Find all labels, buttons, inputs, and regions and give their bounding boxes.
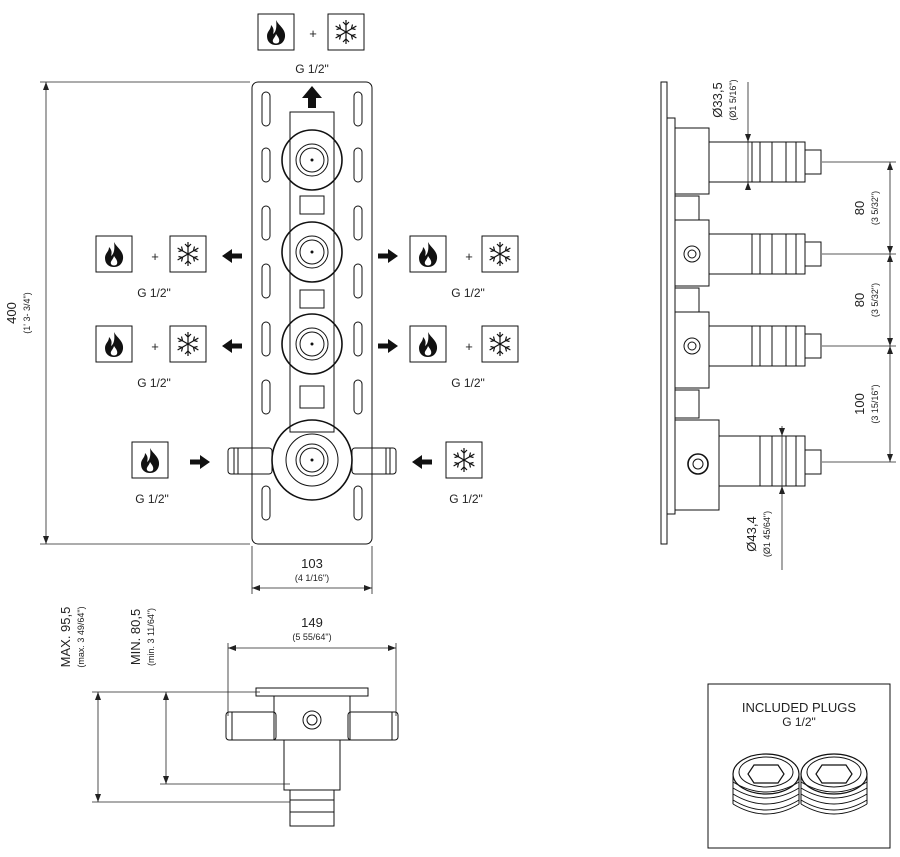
mounting-plate: [251, 81, 373, 545]
hot-inlet: G 1/2": [131, 441, 210, 506]
port-label: G 1/2": [137, 376, 171, 390]
width-dimension: 103 (4 1/16"): [251, 546, 373, 594]
port-label: G 1/2": [135, 492, 169, 506]
plus-sign: +: [465, 249, 473, 264]
plus-sign: +: [309, 26, 317, 41]
snowflake-icon: [481, 325, 519, 363]
port-label-top: G 1/2": [295, 62, 329, 76]
bottom-width-mm: 149: [301, 615, 323, 630]
port-label: G 1/2": [449, 492, 483, 506]
pitch-2-in: (3 5/32"): [870, 283, 880, 317]
pitch-3: 100: [852, 393, 867, 415]
outlet-diameter: Ø33,5: [710, 82, 725, 117]
arrow-up-icon: [302, 86, 322, 108]
left-outlet-row-1: + G 1/2": [95, 235, 242, 300]
port-label: G 1/2": [137, 286, 171, 300]
flame-icon: [131, 441, 169, 479]
side-outlet-2: [708, 233, 822, 275]
left-outlet-row-2: + G 1/2": [95, 325, 242, 390]
body-diameter: Ø43,4: [744, 516, 759, 551]
height-in: (1' 3- 3/4"): [22, 292, 32, 333]
arrow-right-icon: [378, 339, 398, 353]
flame-icon: [409, 325, 447, 363]
right-outlet-row-2: + G 1/2": [378, 325, 519, 390]
flame-icon: [95, 235, 133, 273]
snowflake-icon: [169, 325, 207, 363]
plugs-title: INCLUDED PLUGS: [742, 700, 856, 715]
body-diameter-in: (Ø1 45/64"): [762, 511, 772, 557]
outlet-diameter-in: (Ø1 5/16"): [728, 79, 738, 120]
snowflake-icon: [445, 441, 483, 479]
flame-icon: [95, 325, 133, 363]
min-depth: MIN. 80,5: [128, 609, 143, 665]
side-outlet-3: [708, 325, 822, 367]
port-label: G 1/2": [451, 376, 485, 390]
valve-2: [281, 221, 343, 283]
pitch-1-in: (3 5/32"): [870, 191, 880, 225]
arrow-right-icon: [378, 249, 398, 263]
pitch-1: 80: [852, 201, 867, 215]
arrow-right-icon: [190, 455, 210, 469]
height-dimension: 400 (1' 3- 3/4"): [4, 81, 250, 545]
snowflake-icon: [169, 235, 207, 273]
height-mm: 400: [4, 302, 19, 324]
valve-1: [281, 129, 343, 191]
top-outlet-group: + G 1/2": [257, 13, 365, 108]
max-depth-in: (max. 3 49/64"): [76, 606, 86, 667]
arrow-left-icon: [222, 249, 242, 263]
flame-icon: [257, 13, 295, 51]
plate-edge: [255, 687, 369, 697]
port-label: G 1/2": [451, 286, 485, 300]
bottom-view: 149 (5 55/64") MAX. 95,5 (max. 3 49/64")…: [58, 606, 399, 827]
included-plugs-box: INCLUDED PLUGS G 1/2": [707, 683, 891, 849]
snowflake-icon: [481, 235, 519, 273]
bottom-width-in: (5 55/64"): [292, 632, 331, 642]
plugs-size: G 1/2": [782, 715, 816, 729]
max-depth: MAX. 95,5: [58, 607, 73, 668]
right-outlet-row-1: + G 1/2": [378, 235, 519, 300]
pitch-3-in: (3 15/16"): [870, 384, 880, 423]
width-in: (4 1/16"): [295, 573, 329, 583]
arrow-left-icon: [412, 455, 432, 469]
plus-sign: +: [151, 339, 159, 354]
arrow-left-icon: [222, 339, 242, 353]
min-depth-in: (min. 3 11/64"): [146, 608, 156, 666]
plus-sign: +: [151, 249, 159, 264]
width-mm: 103: [301, 556, 323, 571]
snowflake-icon: [327, 13, 365, 51]
side-mixer-body: [718, 435, 822, 487]
wall-plate: [660, 81, 668, 545]
flame-icon: [409, 235, 447, 273]
cold-inlet: G 1/2": [412, 441, 483, 506]
valve-3: [281, 313, 343, 375]
plus-sign: +: [465, 339, 473, 354]
side-view: Ø33,5 (Ø1 5/16") 80 (3 5/32") 80 (3 5/32…: [660, 79, 896, 570]
front-view: [227, 81, 397, 545]
pitch-2: 80: [852, 293, 867, 307]
side-outlet-1: [708, 141, 822, 183]
